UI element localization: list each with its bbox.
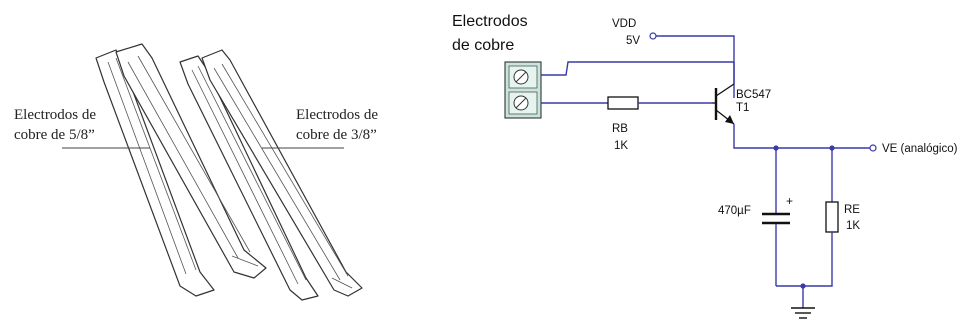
emitter-arrow-icon	[725, 115, 734, 124]
electrode-rod-3	[179, 55, 319, 301]
transistor-t1	[712, 83, 735, 125]
terminal-block	[504, 61, 542, 119]
vdd-label: VDD	[612, 18, 636, 30]
output-terminal	[869, 144, 877, 152]
transistor-model: BC547	[736, 89, 771, 101]
re-value: 1K	[846, 220, 860, 232]
terminal-top-wire	[541, 61, 734, 76]
capacitor-value: 470µF	[718, 205, 751, 217]
electrode-rod-4	[201, 49, 363, 297]
label-left-line2: cobre de 5/8”	[14, 127, 95, 143]
circuit-title-line2: de cobre	[452, 37, 514, 54]
rb-resistor	[607, 96, 639, 110]
re-resistor	[825, 201, 839, 233]
re-bottom-wire	[776, 232, 833, 287]
vdd-wire	[656, 35, 735, 98]
vdd-value: 5V	[626, 35, 640, 47]
ground-icon	[791, 307, 815, 319]
emitter-wire	[733, 124, 870, 149]
circuit-schematic: Electrodos de cobre VDD 5V RB 1K	[452, 13, 958, 319]
circuit-title-line1: Electrodos	[452, 13, 528, 30]
electrode-rod-2	[115, 43, 267, 279]
label-right-line2: cobre de 3/8”	[296, 127, 377, 143]
transistor-ref: T1	[736, 102, 749, 114]
vdd-terminal	[649, 32, 657, 40]
label-left-line1: Electrodos de	[14, 107, 96, 123]
capacitor-polarity: +	[786, 194, 793, 208]
electrode-illustration: Electrodos de cobre de 5/8” Electrodos d…	[14, 43, 378, 301]
rb-value: 1K	[614, 140, 628, 152]
re-label: RE	[844, 204, 860, 216]
label-right-line1: Electrodos de	[296, 107, 378, 123]
output-label: VE (analógico)	[882, 143, 958, 155]
rb-label: RB	[612, 123, 628, 135]
